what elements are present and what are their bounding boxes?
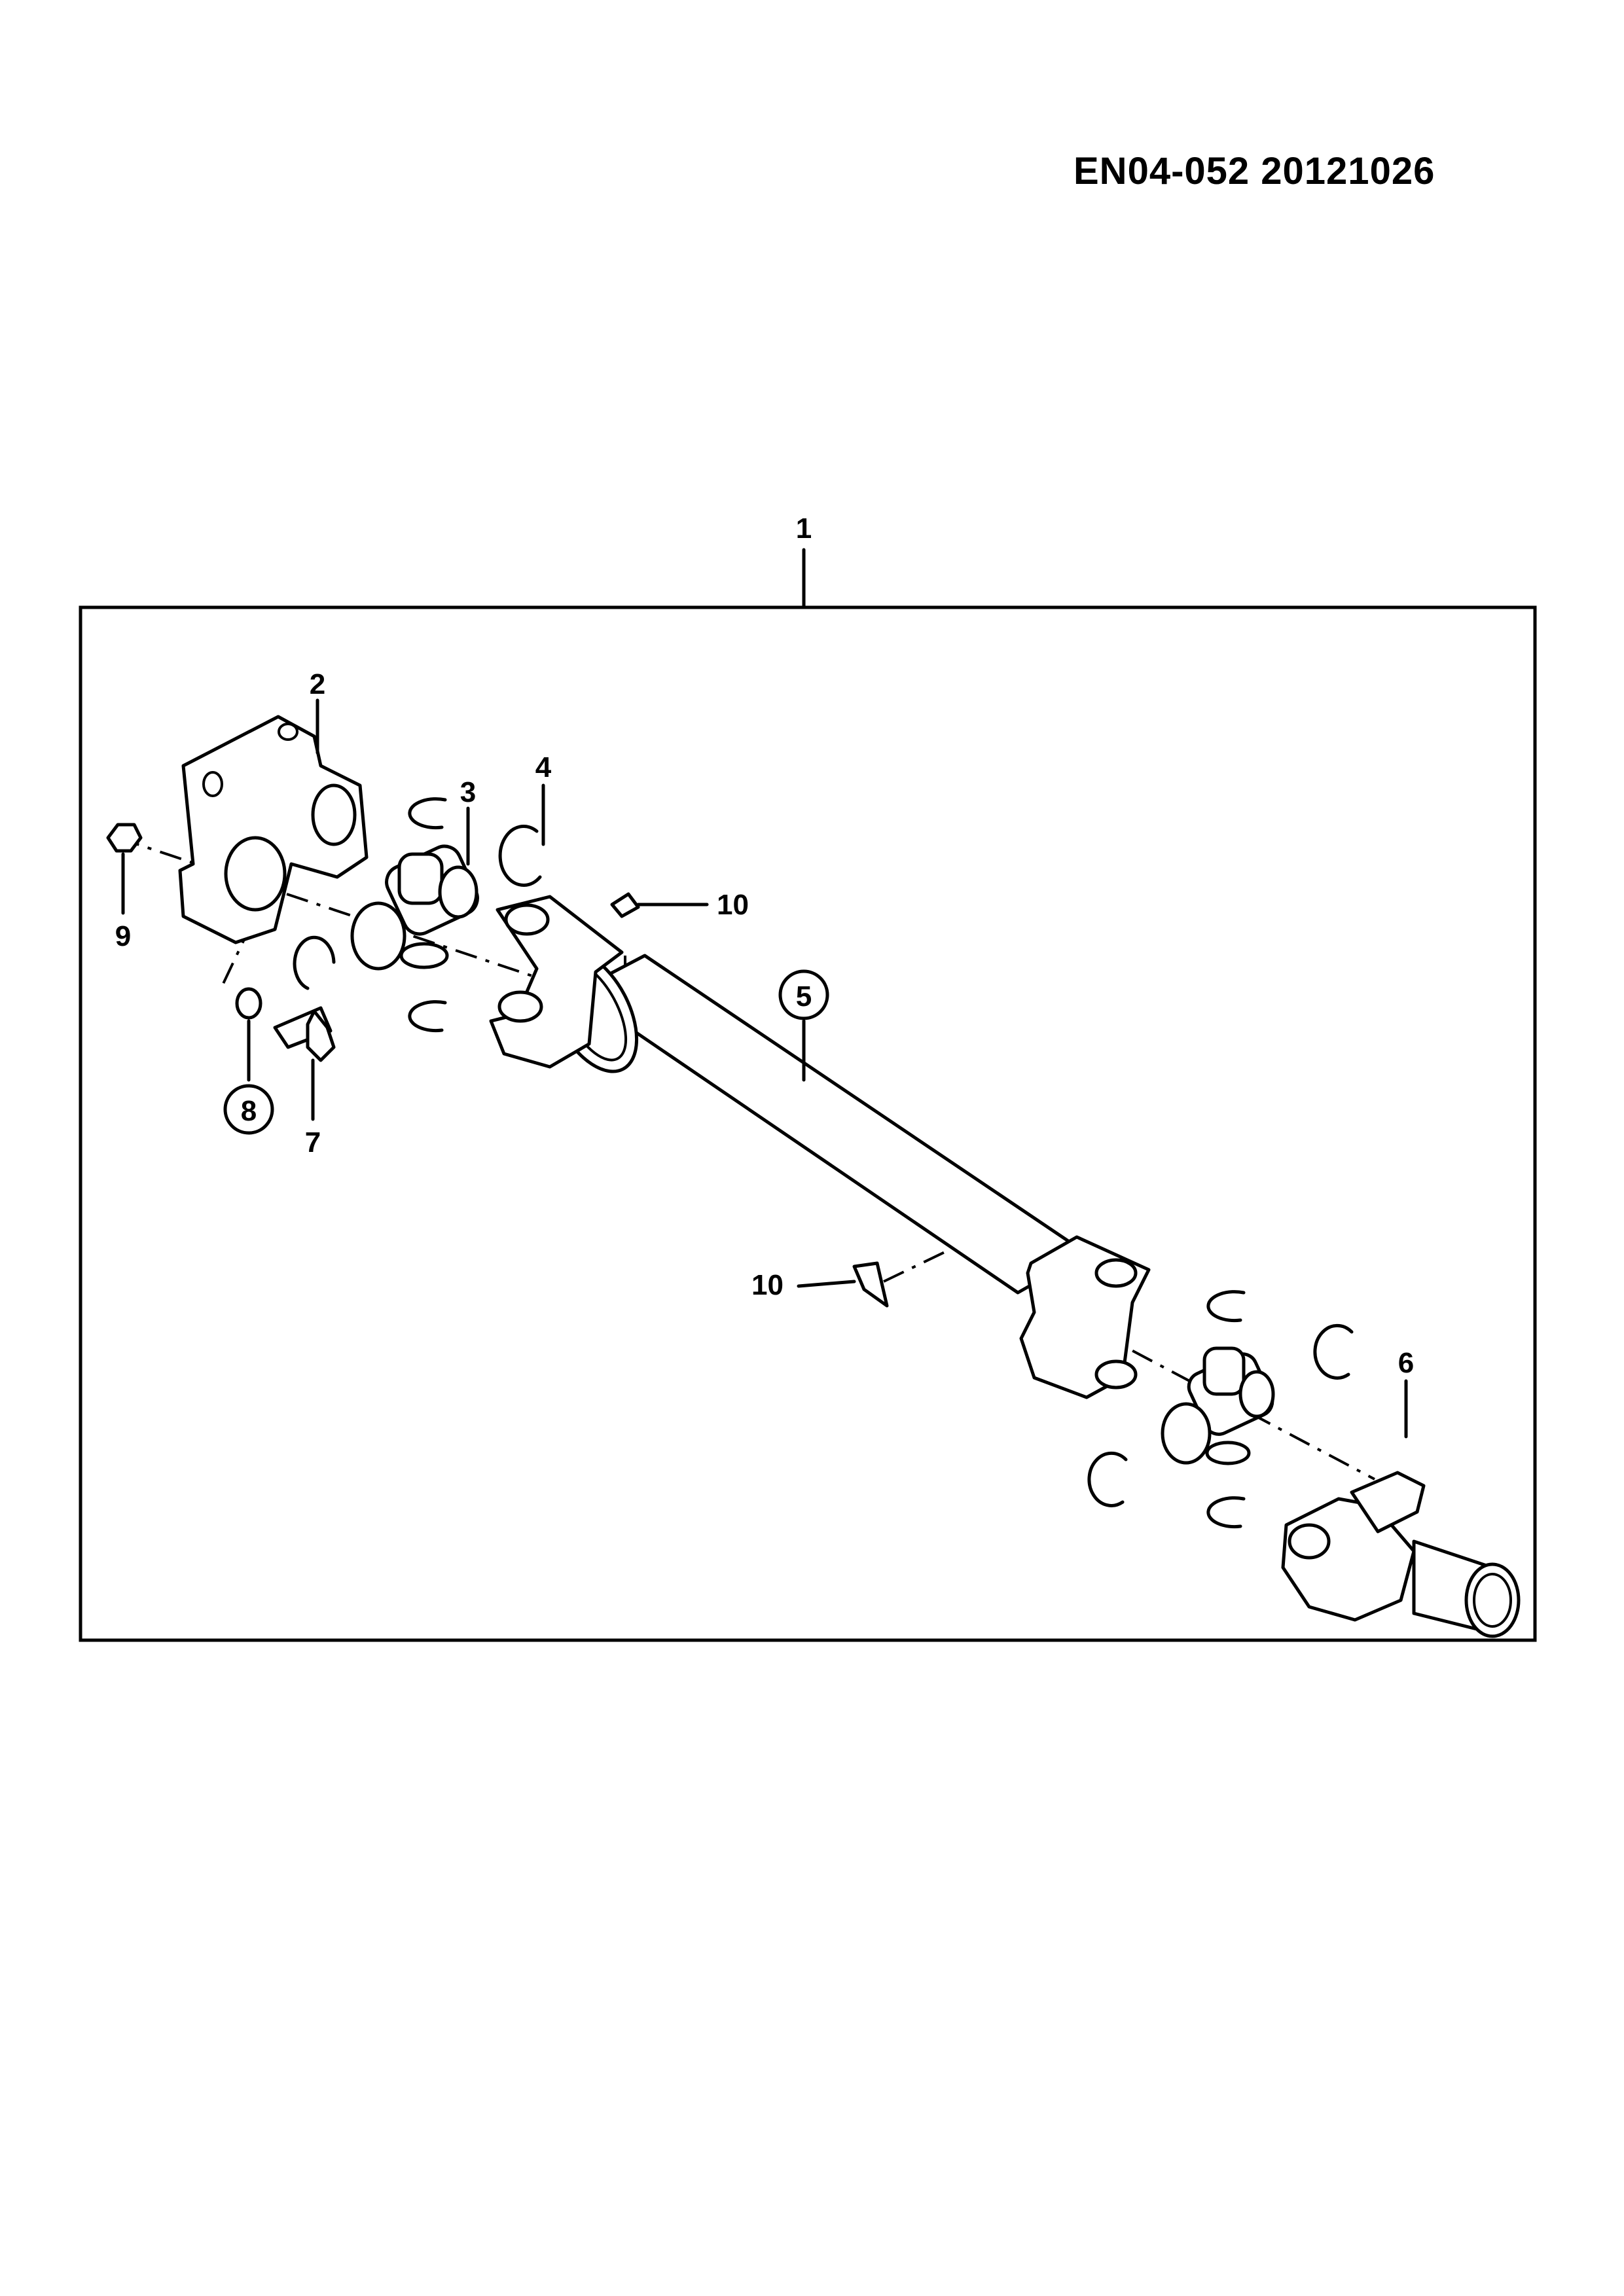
tube-yoke-right	[1019, 1235, 1151, 1399]
callout-2: 2	[310, 668, 325, 700]
callout-10-lower: 10	[751, 1269, 784, 1301]
callout-3: 3	[460, 776, 476, 808]
callout-5: 5	[796, 980, 812, 1013]
slip-yoke	[1281, 1471, 1521, 1638]
mounting-bracket	[178, 715, 369, 944]
circlip-right-side-a	[1313, 1323, 1354, 1380]
hex-bolt	[273, 1006, 336, 1062]
circlip-right-bottom	[1206, 1496, 1246, 1529]
document-code: EN04-052 20121026	[1074, 150, 1435, 192]
hex-nut	[106, 823, 143, 853]
universal-joint-cross-left	[350, 844, 479, 971]
axis-line-label-lower	[883, 1246, 956, 1283]
circlip-left-bottom	[408, 1000, 447, 1033]
callout-10-upper: 10	[717, 889, 749, 921]
axis-line-left	[117, 836, 590, 996]
universal-joint-cross-right	[1161, 1346, 1275, 1465]
callout-6: 6	[1398, 1347, 1414, 1379]
circlip-right-side-b	[1087, 1451, 1128, 1507]
tube-yoke-left	[489, 895, 624, 1069]
assembly-frame	[79, 605, 1537, 1642]
circlip-left-side	[293, 935, 336, 990]
callout-8-circle	[223, 1084, 274, 1135]
circlip-4	[498, 825, 542, 887]
circlip-right-top	[1206, 1290, 1246, 1323]
callout-9: 9	[115, 920, 131, 952]
callout-7: 7	[305, 1126, 321, 1158]
leader-10-lower	[797, 1280, 856, 1288]
callout-1: 1	[796, 512, 812, 545]
callout-8: 8	[241, 1095, 257, 1127]
callout-5-circle	[778, 969, 829, 1020]
callout-4: 4	[535, 751, 552, 783]
label-10-upper	[610, 892, 640, 918]
washer	[235, 987, 262, 1020]
circlip-left-top	[408, 797, 447, 830]
label-10-lower	[852, 1261, 889, 1308]
